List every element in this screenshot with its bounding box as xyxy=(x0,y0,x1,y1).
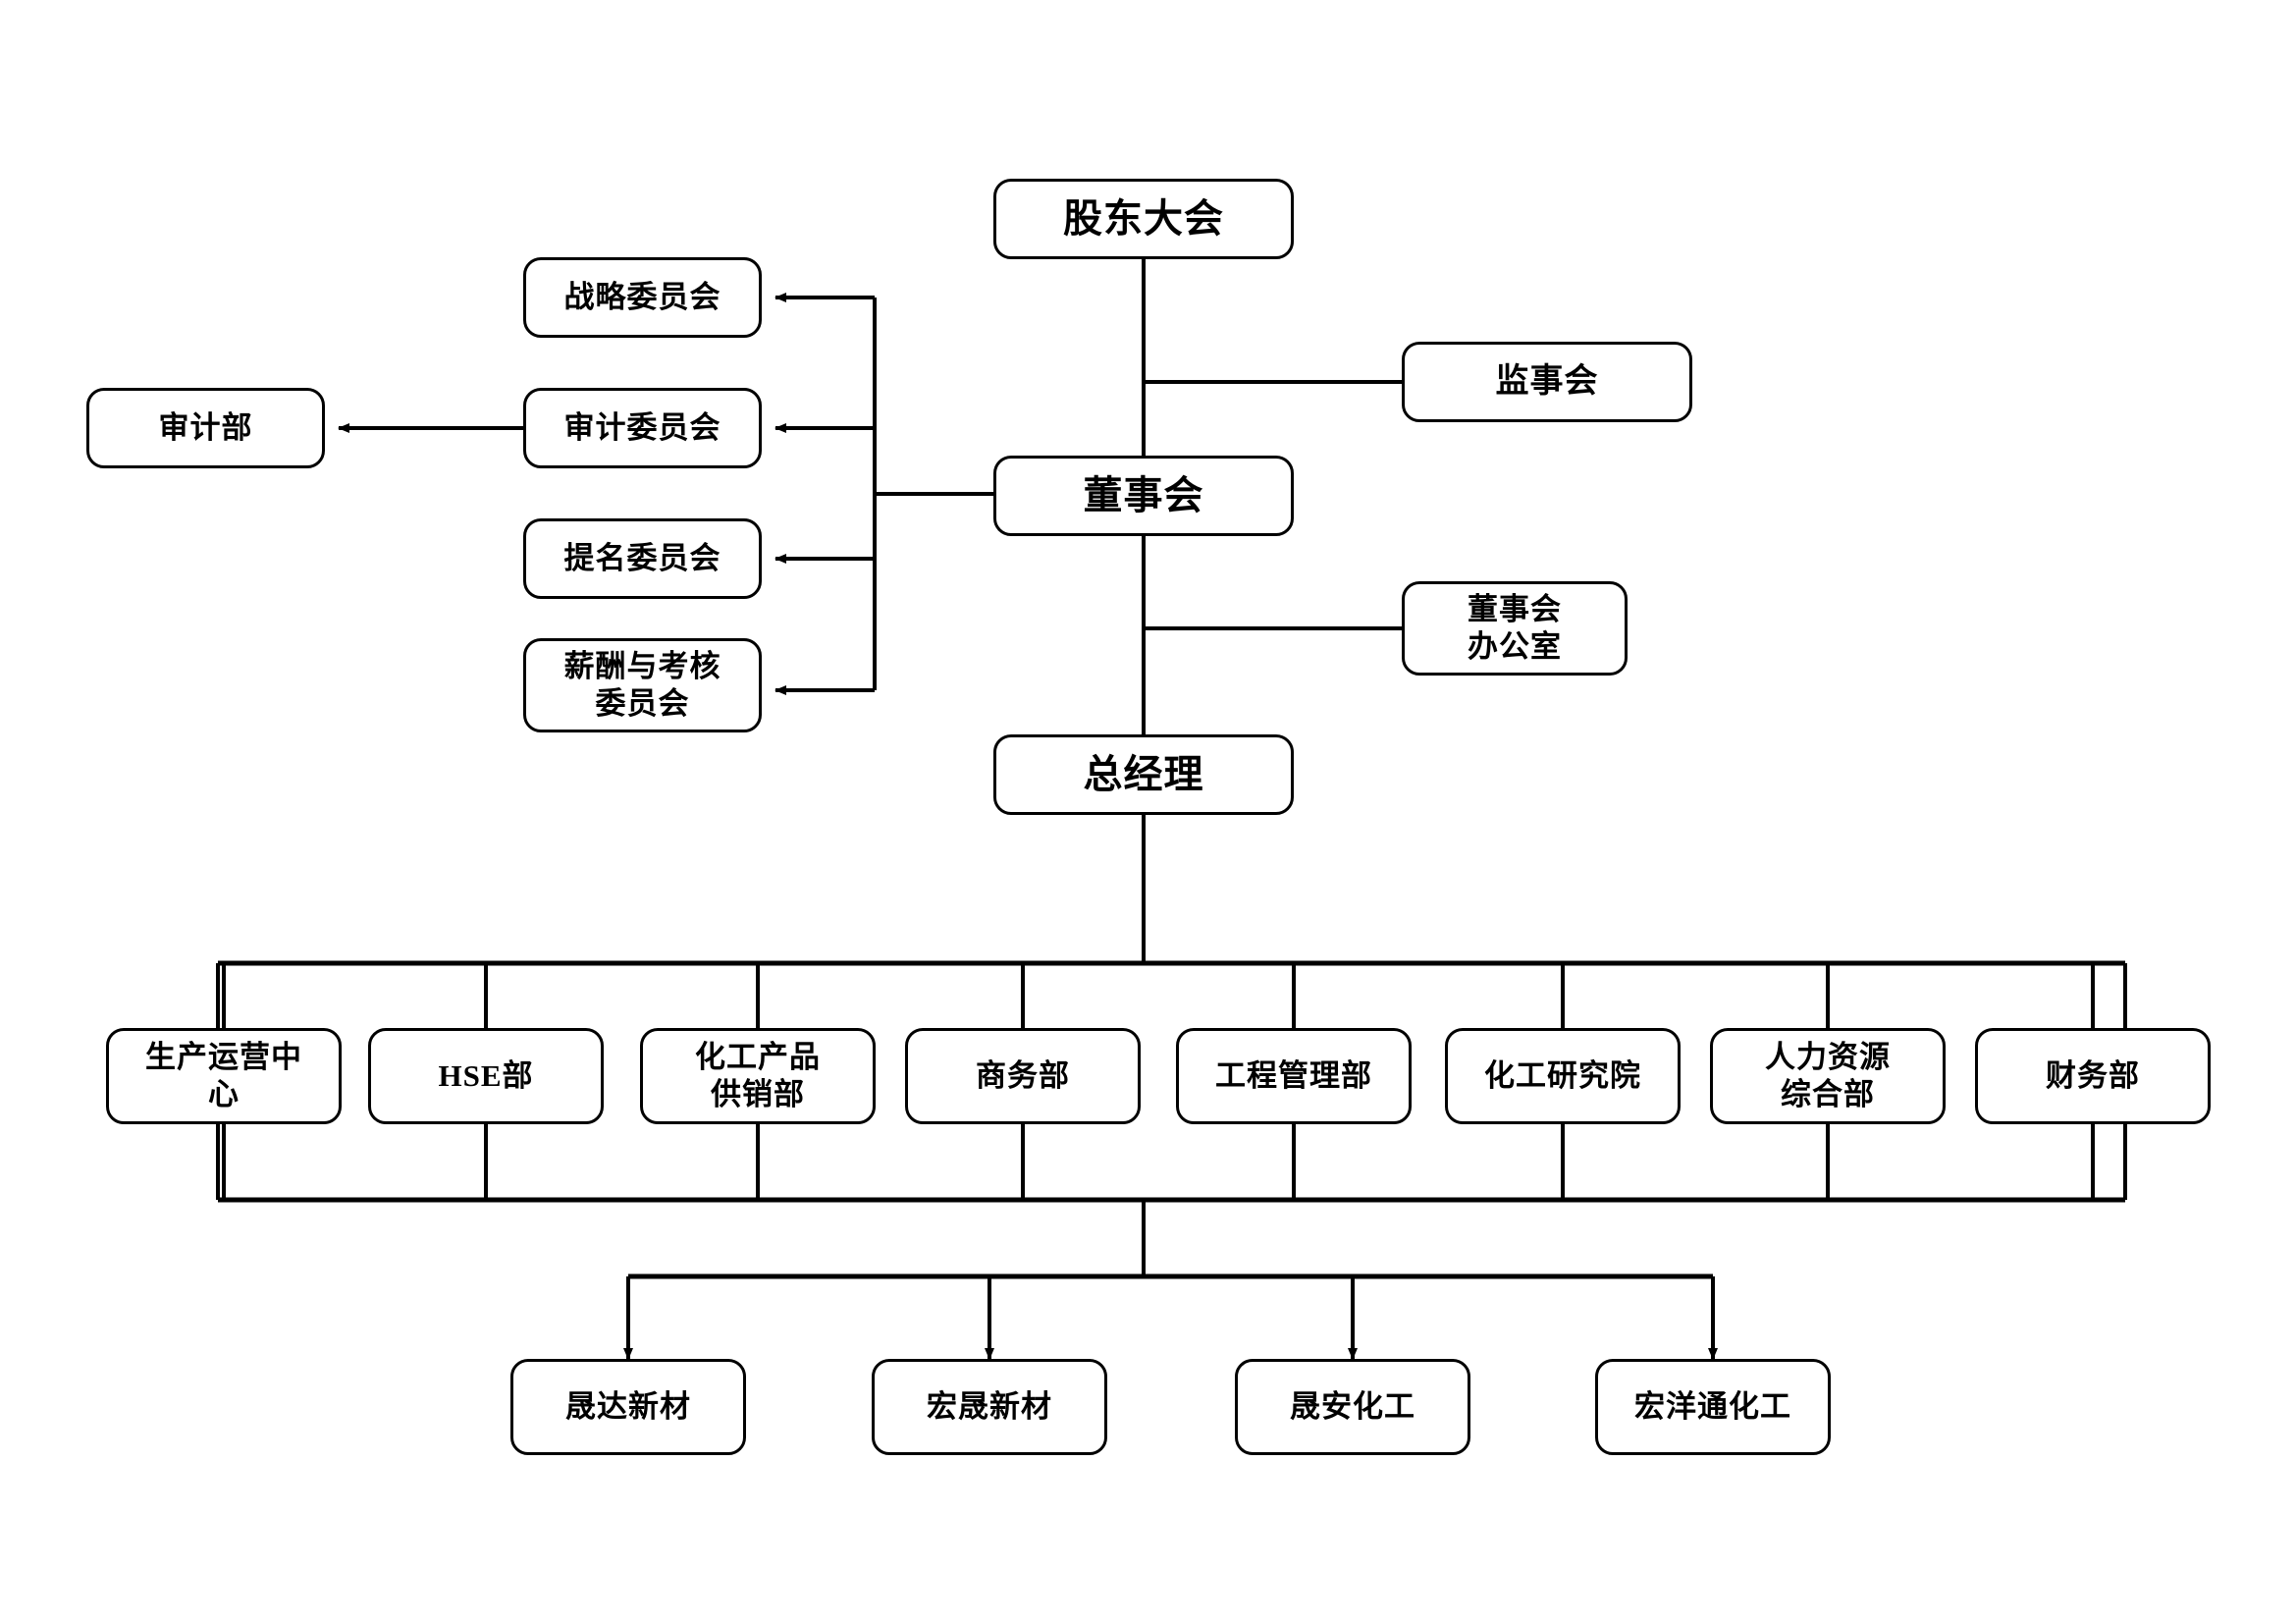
node-label: 提名委员会 xyxy=(563,541,721,576)
node-dept-chemical-research-institute[interactable]: 化工研究院 xyxy=(1445,1028,1681,1124)
node-audit-committee[interactable]: 审计委员会 xyxy=(523,388,762,468)
node-label: 董事会 办公室 xyxy=(1468,592,1562,664)
node-label: 生产运营中 心 xyxy=(145,1040,302,1111)
node-remuneration-committee[interactable]: 薪酬与考核 委员会 xyxy=(523,638,762,732)
node-label: 宏洋通化工 xyxy=(1634,1389,1791,1425)
node-label: 总经理 xyxy=(1083,751,1204,796)
node-shareholders-meeting[interactable]: 股东大会 xyxy=(993,179,1294,259)
node-label: 审计部 xyxy=(158,410,253,446)
node-subsidiary-hongyangtong-chemical[interactable]: 宏洋通化工 xyxy=(1595,1359,1831,1455)
node-dept-hse[interactable]: HSE部 xyxy=(368,1028,604,1124)
node-dept-business[interactable]: 商务部 xyxy=(905,1028,1141,1124)
node-subsidiary-shengan-chemical[interactable]: 晟安化工 xyxy=(1235,1359,1470,1455)
node-dept-engineering-management[interactable]: 工程管理部 xyxy=(1176,1028,1412,1124)
node-board-of-directors[interactable]: 董事会 xyxy=(993,456,1294,536)
node-label: 董事会 xyxy=(1083,472,1204,517)
node-label: 股东大会 xyxy=(1063,195,1224,241)
node-label: 审计委员会 xyxy=(563,410,721,446)
node-audit-department[interactable]: 审计部 xyxy=(86,388,325,468)
node-subsidiary-shengda-new-material[interactable]: 晟达新材 xyxy=(510,1359,746,1455)
node-subsidiary-hongsheng-new-material[interactable]: 宏晟新材 xyxy=(872,1359,1107,1455)
node-general-manager[interactable]: 总经理 xyxy=(993,734,1294,815)
node-label: 宏晟新材 xyxy=(927,1389,1052,1425)
node-dept-human-resources[interactable]: 人力资源 综合部 xyxy=(1710,1028,1946,1124)
node-label: 晟达新材 xyxy=(565,1389,691,1425)
node-dept-production-operation-center[interactable]: 生产运营中 心 xyxy=(106,1028,342,1124)
node-label: 商务部 xyxy=(976,1058,1070,1094)
node-nomination-committee[interactable]: 提名委员会 xyxy=(523,518,762,599)
node-board-office[interactable]: 董事会 办公室 xyxy=(1402,581,1628,676)
node-label: 工程管理部 xyxy=(1215,1058,1372,1094)
node-label: 化工研究院 xyxy=(1484,1058,1641,1094)
node-strategy-committee[interactable]: 战略委员会 xyxy=(523,257,762,338)
node-label: 战略委员会 xyxy=(563,280,721,315)
node-board-of-supervisors[interactable]: 监事会 xyxy=(1402,342,1692,422)
node-label: 晟安化工 xyxy=(1290,1389,1415,1425)
node-label: 监事会 xyxy=(1495,363,1599,401)
node-label: 化工产品 供销部 xyxy=(695,1040,821,1111)
node-dept-chemical-product-supply-sales[interactable]: 化工产品 供销部 xyxy=(640,1028,876,1124)
node-label: 财务部 xyxy=(2046,1058,2140,1094)
node-label: HSE部 xyxy=(438,1058,534,1094)
node-dept-finance[interactable]: 财务部 xyxy=(1975,1028,2211,1124)
node-label: 薪酬与考核 委员会 xyxy=(563,649,721,721)
node-label: 人力资源 综合部 xyxy=(1765,1040,1891,1111)
